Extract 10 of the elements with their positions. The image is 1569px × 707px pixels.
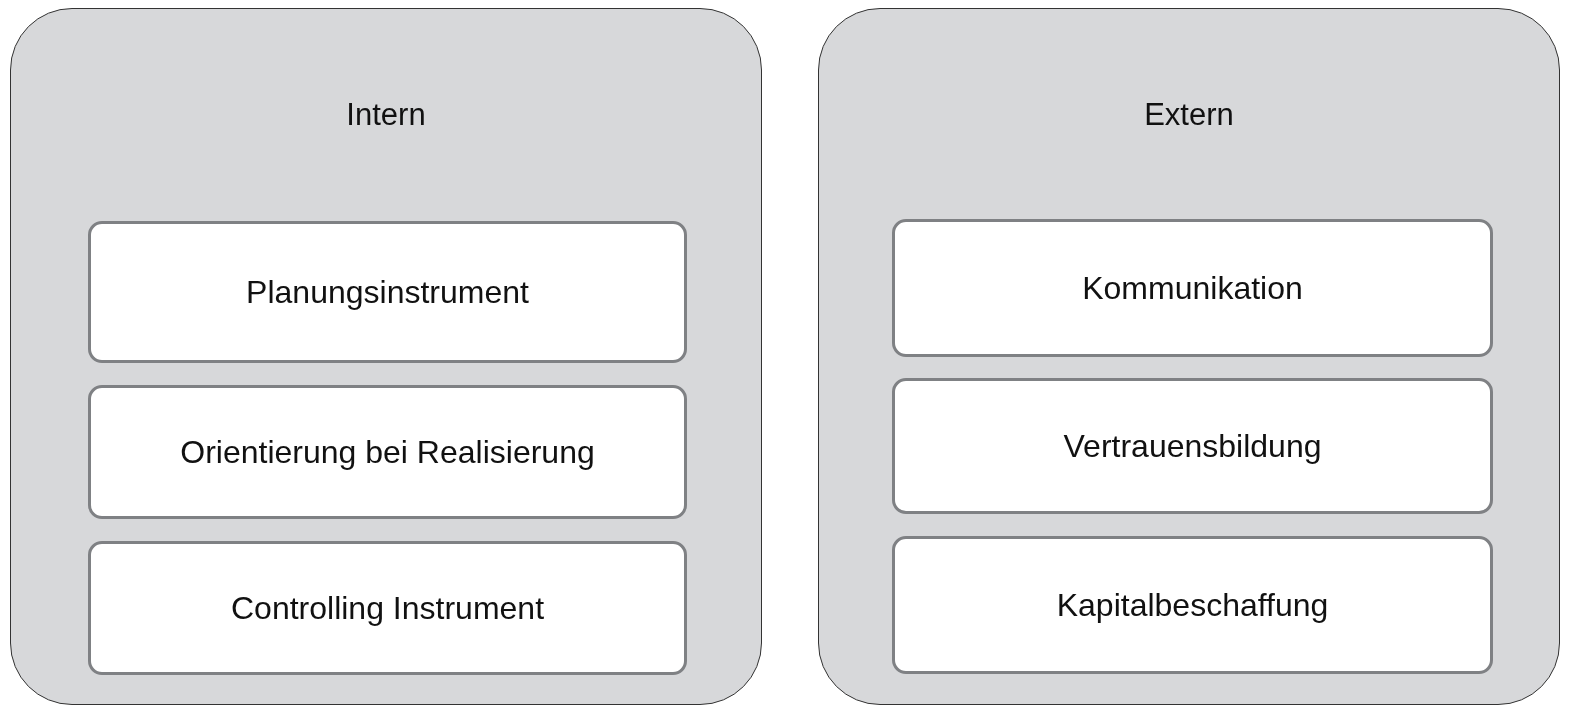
item-card: Kapitalbeschaffung (892, 536, 1493, 674)
item-card: Kommunikation (892, 219, 1493, 357)
item-card: Vertrauensbildung (892, 378, 1493, 514)
item-card: Controlling Instrument (88, 541, 687, 675)
group-title: Extern (1144, 97, 1234, 133)
item-card: Planungsinstrument (88, 221, 687, 363)
group-panel (818, 8, 1560, 705)
group-title: Intern (346, 97, 426, 133)
group-panel (10, 8, 762, 705)
item-card: Orientierung bei Realisierung (88, 385, 687, 519)
